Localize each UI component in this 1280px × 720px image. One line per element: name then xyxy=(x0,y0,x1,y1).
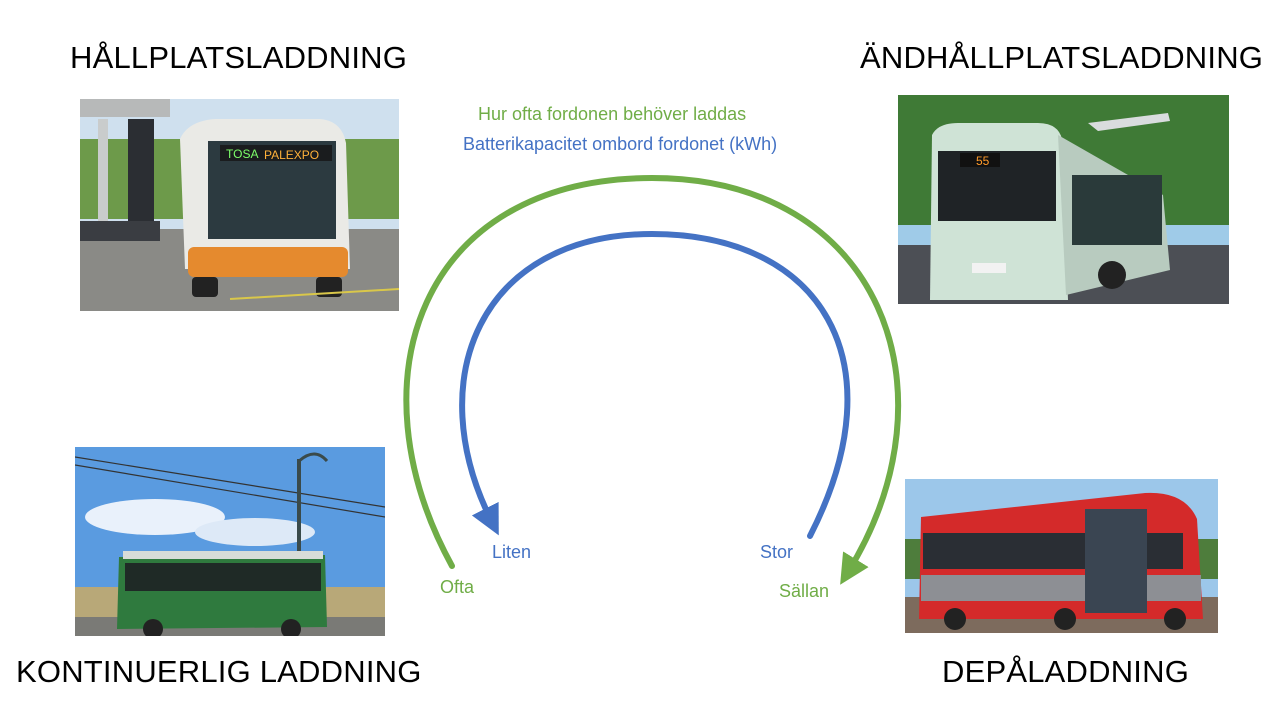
photo-terminal-charging-bus: 55 xyxy=(898,95,1229,304)
label-capacity-large: Stor xyxy=(760,542,794,562)
title-hallplatsladdning: HÅLLPLATSLADDNING xyxy=(70,40,408,75)
title-depaladdning: DEPÅLADDNING xyxy=(942,654,1190,689)
svg-text:55: 55 xyxy=(976,154,990,168)
title-kontinuerlig-laddning: KONTINUERLIG LADDNING xyxy=(16,654,422,689)
svg-text:PALEXPO: PALEXPO xyxy=(264,148,319,162)
label-frequency-seldom: Sällan xyxy=(779,581,830,601)
capacity-arc xyxy=(459,230,851,539)
title-andhallplatsladdning: ÄNDHÅLLPLATSLADDNING xyxy=(860,40,1264,75)
photo-trolleybus xyxy=(75,447,385,636)
frequency-arc xyxy=(403,174,902,585)
photo-opportunity-charging-bus: TOSA PALEXPO xyxy=(80,99,399,311)
legend-charging-frequency: Hur ofta fordonen behöver laddas xyxy=(478,104,747,124)
photo-depot-charging-bus xyxy=(905,479,1218,633)
label-frequency-often: Ofta xyxy=(440,577,475,597)
label-capacity-small: Liten xyxy=(492,542,532,562)
legend-battery-capacity: Batterikapacitet ombord fordonet (kWh) xyxy=(463,134,778,154)
svg-text:TOSA: TOSA xyxy=(226,147,258,161)
